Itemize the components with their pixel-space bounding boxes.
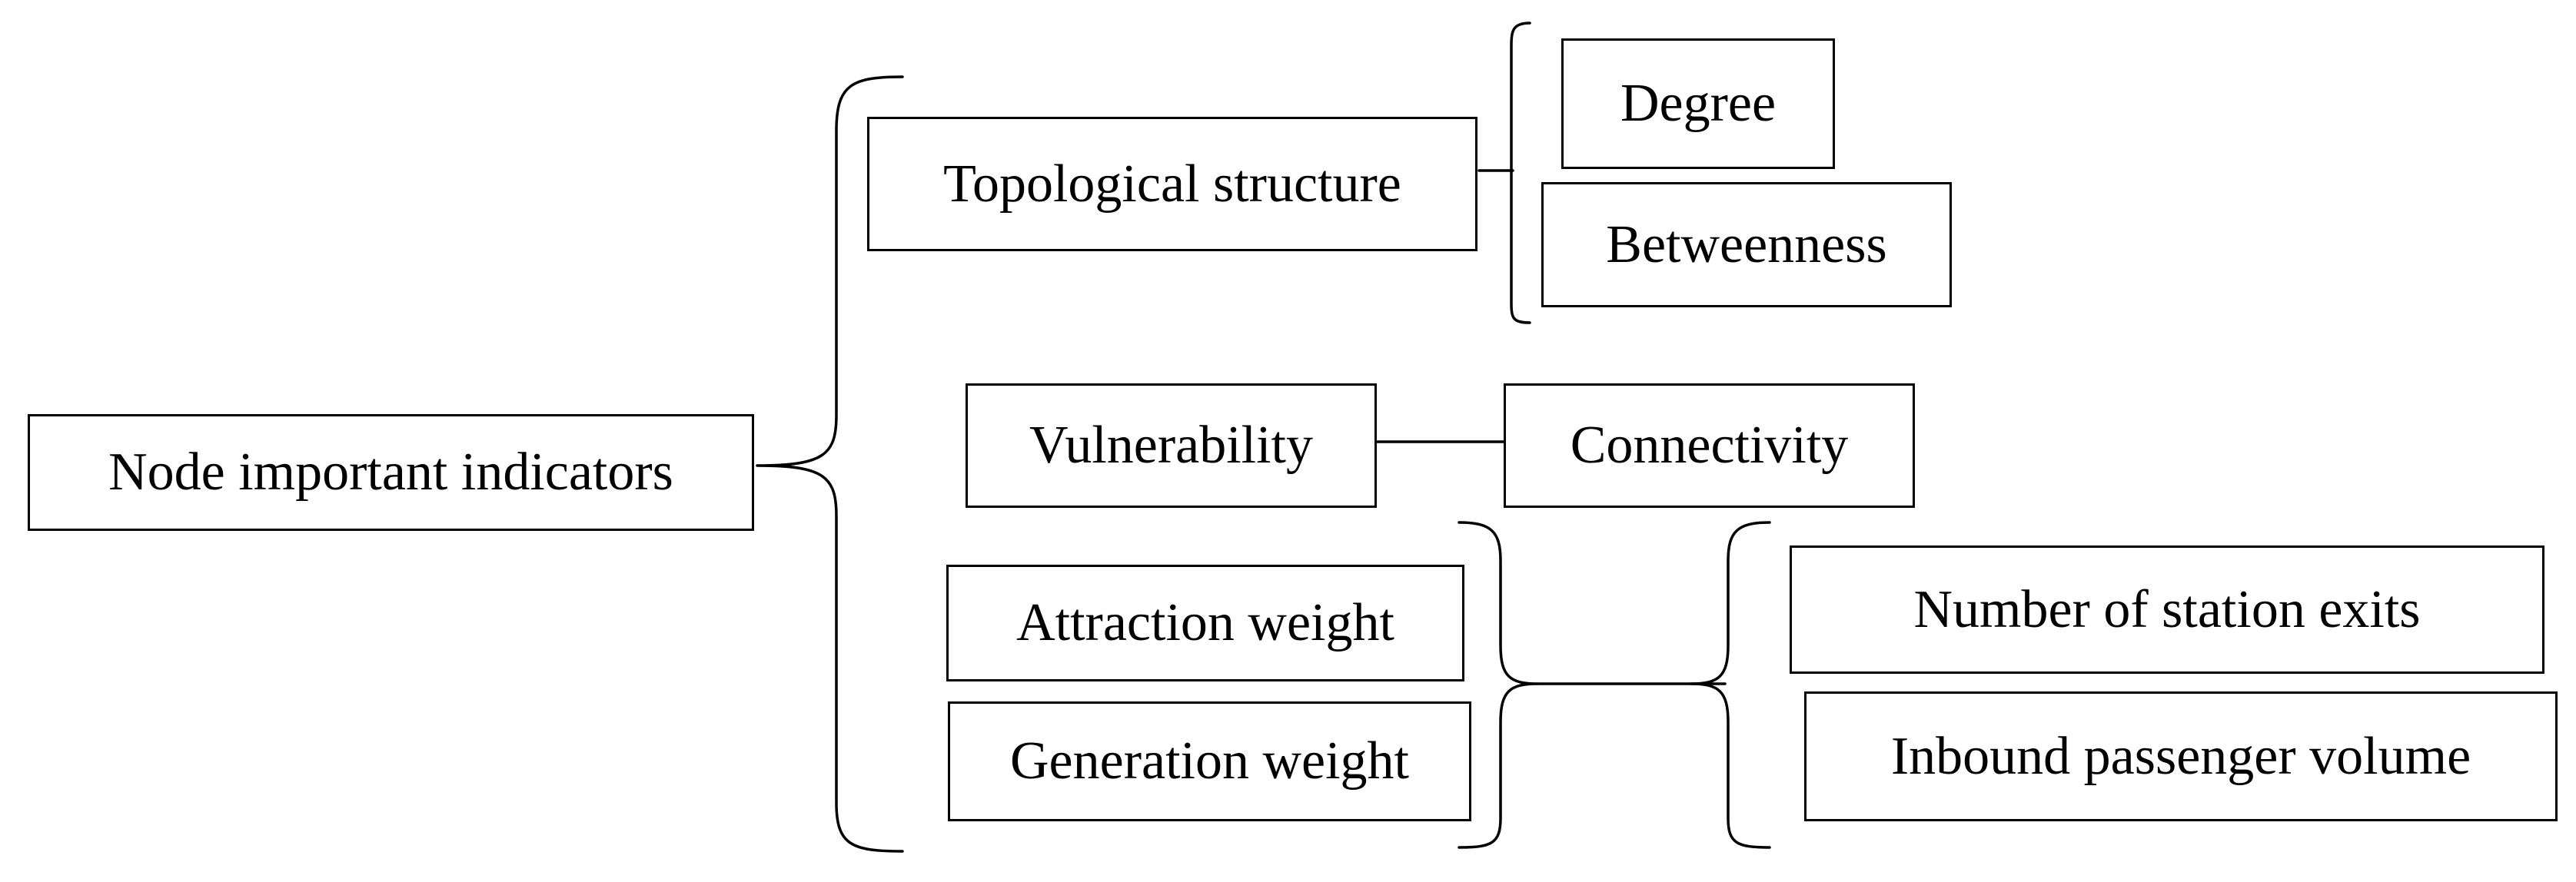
inbound-passenger-volume-box: Inbound passenger volume	[1804, 691, 2558, 821]
connectivity-label: Connectivity	[1570, 416, 1849, 475]
topological-structure-box: Topological structure	[867, 117, 1477, 251]
station-exits-label: Number of station exits	[1913, 579, 2421, 639]
connectivity-box: Connectivity	[1504, 383, 1915, 508]
topological-structure-label: Topological structure	[943, 154, 1401, 214]
attraction-weight-box: Attraction weight	[946, 565, 1464, 681]
station-exits-box: Number of station exits	[1790, 545, 2544, 674]
generation-weight-label: Generation weight	[1010, 731, 1409, 791]
weights-right-brace	[1690, 521, 1771, 849]
attraction-weight-label: Attraction weight	[1016, 593, 1394, 652]
degree-label: Degree	[1620, 74, 1777, 133]
root-brace	[756, 75, 904, 853]
vulnerability-box: Vulnerability	[966, 383, 1377, 508]
topological-brace	[1510, 22, 1531, 324]
degree-box: Degree	[1561, 38, 1835, 169]
inbound-passenger-volume-label: Inbound passenger volume	[1890, 726, 2471, 786]
betweenness-box: Betweenness	[1541, 182, 1952, 307]
betweenness-label: Betweenness	[1606, 214, 1887, 274]
vulnerability-label: Vulnerability	[1029, 416, 1314, 475]
root-node-label: Node important indicators	[108, 443, 673, 502]
generation-weight-box: Generation weight	[948, 701, 1471, 821]
root-node-box: Node important indicators	[28, 414, 754, 531]
